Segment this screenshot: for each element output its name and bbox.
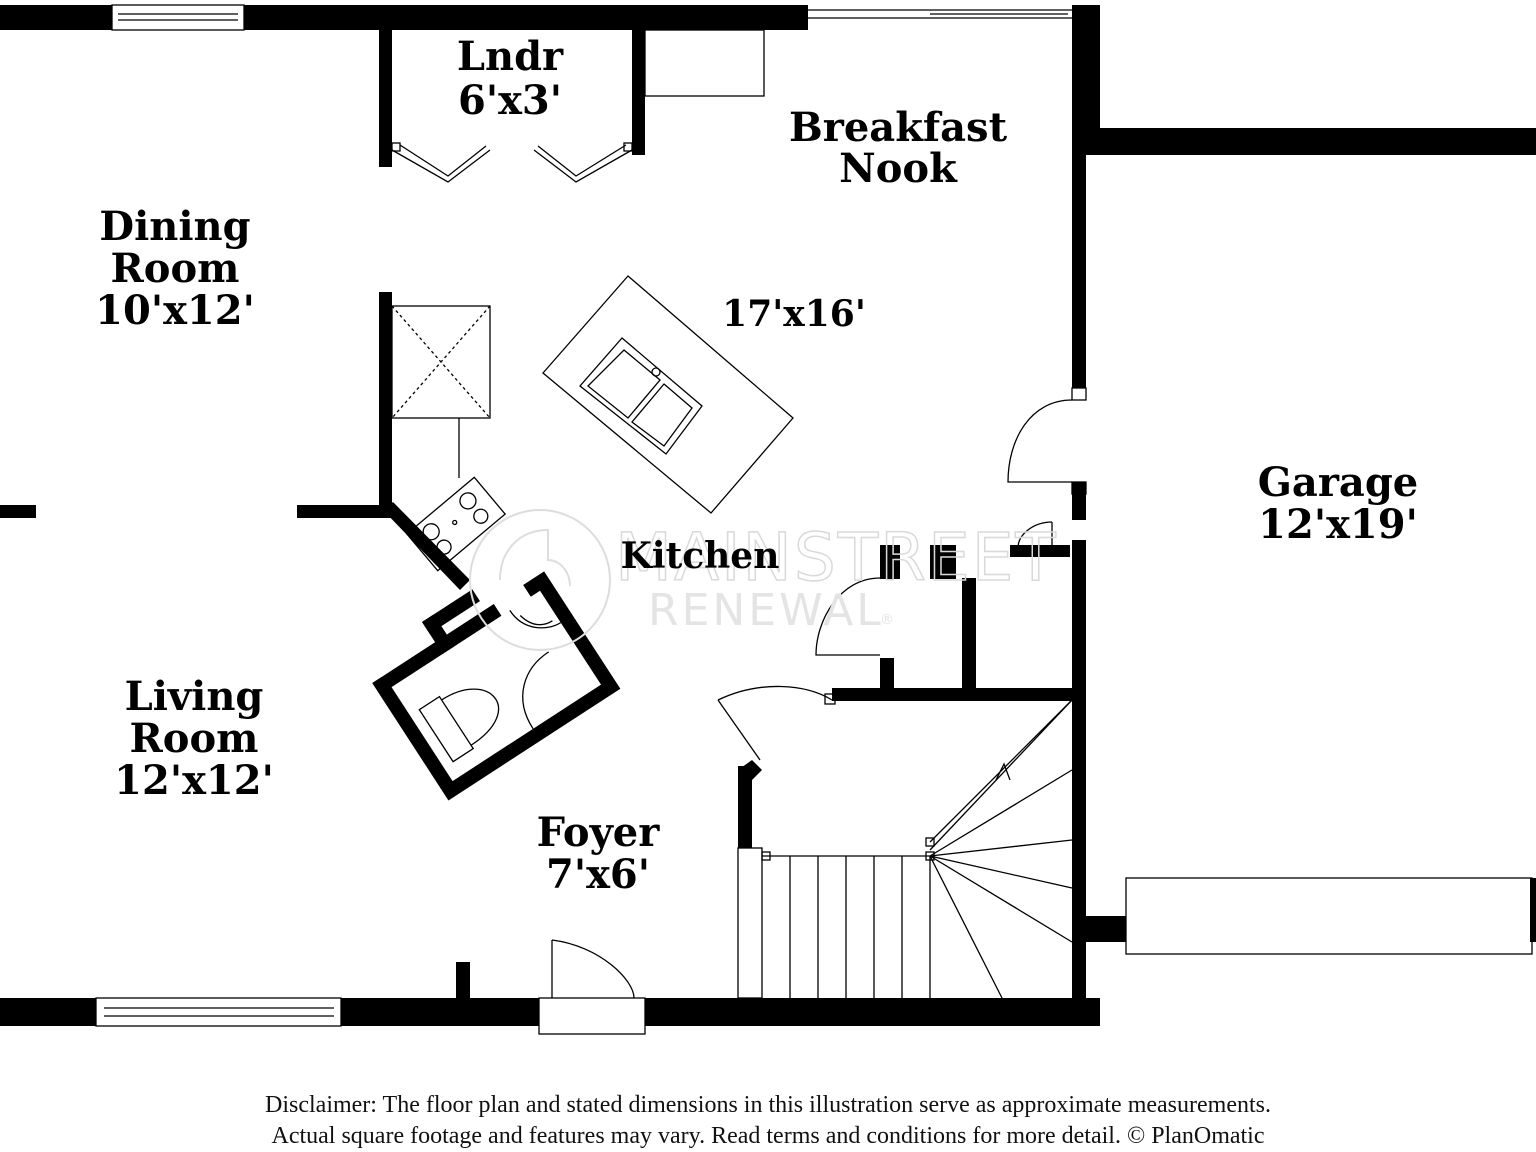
vanity-sink-icon <box>509 610 562 629</box>
floor-plan: MAINSTREET RENEWAL ® Lndr 6'x3' Breakfas… <box>0 4 1536 1035</box>
door-swing-icon <box>717 685 836 761</box>
laundry-name: Lndr <box>457 33 564 80</box>
window-icon <box>111 4 245 31</box>
garage-dims: 12'x19' <box>1258 501 1418 548</box>
kitchen-name: Kitchen <box>621 535 780 577</box>
logo-icon <box>469 509 611 651</box>
counter <box>644 29 765 97</box>
garage-shelf <box>1125 877 1533 955</box>
dining-room-dims: 10'x12' <box>95 287 255 334</box>
powder-room <box>372 571 621 801</box>
breakfast-nook-name-line1: Breakfast <box>789 104 1008 151</box>
living-room-name-line1: Living <box>125 673 264 720</box>
foyer-name: Foyer <box>537 809 661 856</box>
breakfast-nook-name-line2: Nook <box>839 145 958 192</box>
door-swing-icon <box>1017 521 1053 549</box>
window-icon <box>808 9 1072 19</box>
living-room-dims: 12'x12' <box>114 757 274 804</box>
exterior-walls <box>0 5 1536 1026</box>
watermark: MAINSTREET RENEWAL ® <box>469 509 1058 651</box>
interior-walls <box>297 30 1076 1000</box>
door-swing-icon <box>391 142 633 183</box>
dining-room-name-line1: Dining <box>99 203 250 250</box>
door-swing-icon <box>1007 387 1087 495</box>
disclaimer-line2: Actual square footage and features may v… <box>271 1123 1265 1149</box>
foyer-dims: 7'x6' <box>546 851 650 898</box>
disclaimer-line1: Disclaimer: The floor plan and stated di… <box>265 1092 1271 1118</box>
garage-name: Garage <box>1258 459 1419 506</box>
kitchen-dims: 17'x16' <box>722 293 866 335</box>
door-swing-icon <box>538 939 646 1035</box>
stove-icon <box>405 476 507 572</box>
toilet-icon <box>418 688 500 763</box>
watermark-line1: MAINSTREET <box>615 519 1058 596</box>
door-swing-icon <box>815 577 881 656</box>
fridge-icon <box>391 305 491 478</box>
watermark-mark: ® <box>880 612 894 628</box>
kitchen-island <box>542 275 794 514</box>
stairs-icon <box>737 699 1073 999</box>
sink-icon <box>579 337 703 455</box>
dining-room-name-line2: Room <box>111 245 240 292</box>
window-icon <box>95 997 342 1027</box>
door-swing-icon <box>522 651 550 730</box>
disclaimer: Disclaimer: The floor plan and stated di… <box>0 1090 1536 1152</box>
watermark-line2: RENEWAL <box>648 585 884 636</box>
living-room-name-line2: Room <box>130 715 259 762</box>
laundry-dims: 6'x3' <box>458 77 562 124</box>
